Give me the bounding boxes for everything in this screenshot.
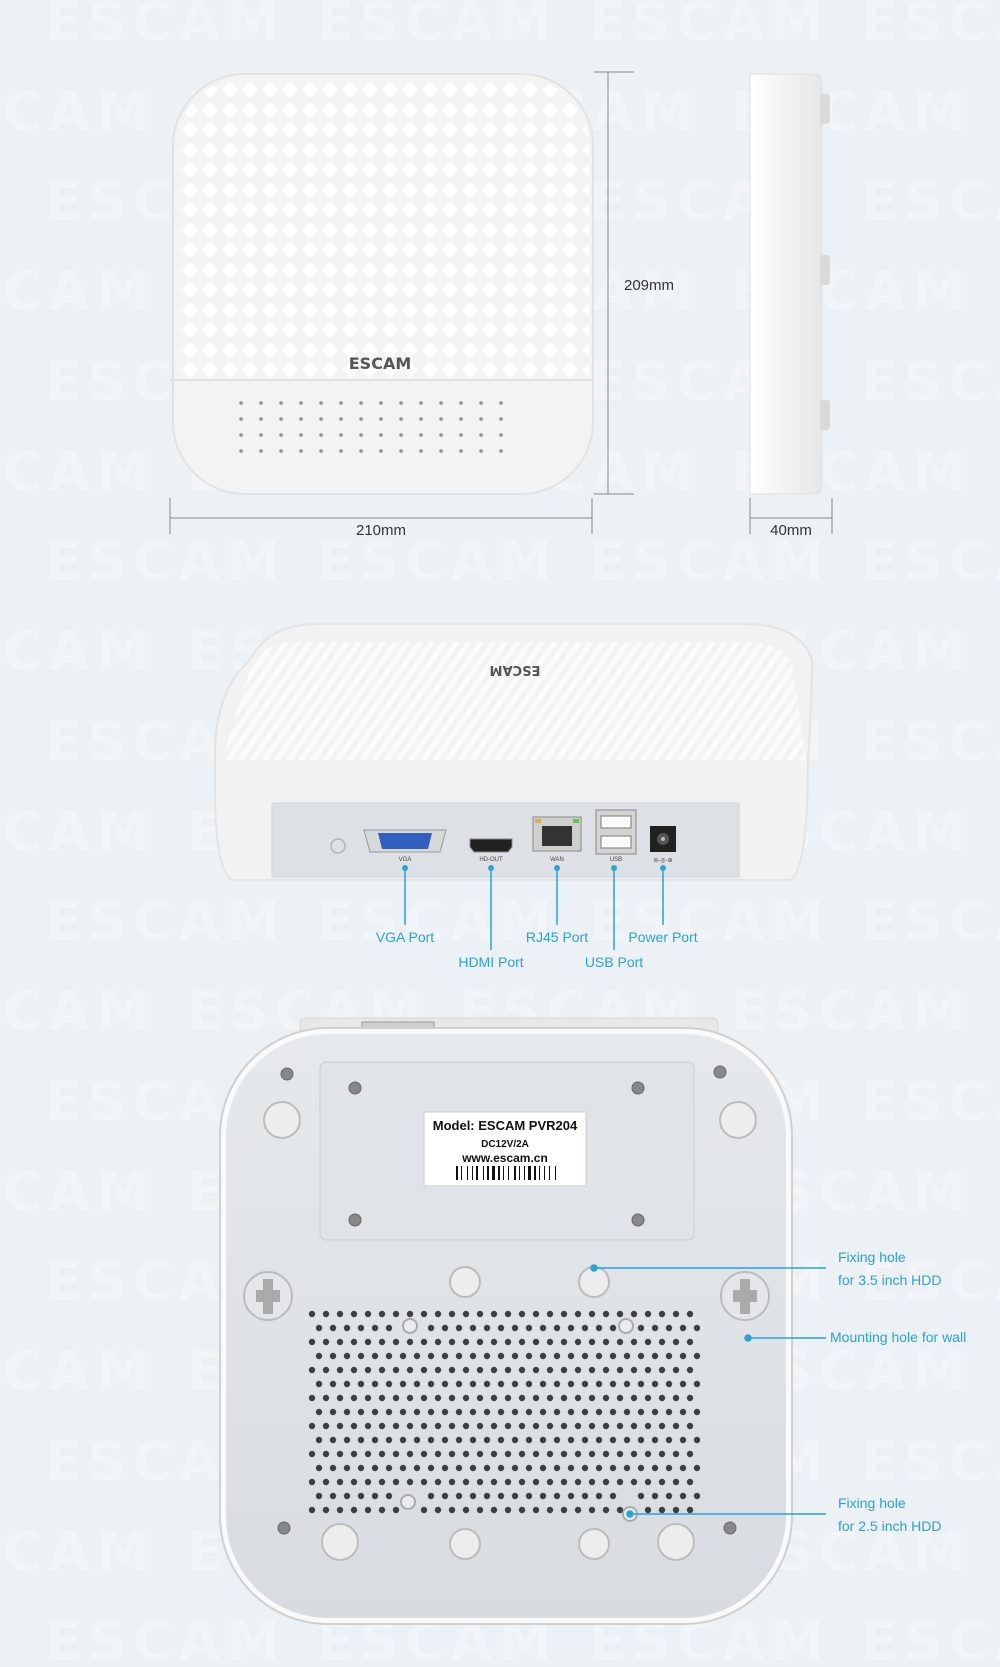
top-diamond-texture [177,78,589,380]
hdd25-callout-line2: for 2.5 inch HDD [838,1518,941,1534]
label-power: DC12V/2A [481,1139,529,1150]
label-website: www.escam.cn [461,1151,548,1165]
vga-marking: VGA [399,857,412,863]
rj45-port-callout: RJ45 Port [526,929,588,945]
product-label [423,1111,587,1187]
hdd35-callout-line2: for 3.5 inch HDD [838,1272,941,1288]
rear-callout-lines [404,866,664,950]
top-view [170,73,594,495]
bottom-view [219,1017,793,1625]
bottom-vent-holes [308,1310,701,1522]
device-side-body [749,73,823,495]
svg-text:⊖-◎-⊕: ⊖-◎-⊕ [653,858,672,864]
reset-hole [330,838,346,854]
usb-port-callout: USB Port [585,954,643,970]
mounting-slots [243,1271,770,1321]
wall-mount-callout: Mounting hole for wall [830,1329,966,1345]
top-vent-holes [239,401,503,453]
hdd35-callout-line1: Fixing hole [838,1249,906,1265]
hdmi-marking: HD-OUT [479,857,503,863]
wan-marking: WAN [550,857,564,863]
power-port-callout: Power Port [628,929,697,945]
side-foot-3 [820,400,830,430]
screw-holes [277,1065,737,1535]
vga-connector [363,829,447,853]
hdmi-connector [469,838,513,853]
bottom-callout-lines [590,1264,826,1518]
top-logo: ESCAM [349,354,412,373]
rear-stripe-texture [222,642,806,760]
usb-marking: USB [610,857,622,863]
side-foot-2 [820,255,830,285]
hdd25-callout-line1: Fixing hole [838,1495,906,1511]
rear-logo: ESCAM [490,662,541,677]
rear-callout-dots [402,865,666,871]
width-dimension: 210mm [356,522,406,539]
power-connector: ⊖-◎-⊕ [650,826,676,864]
vga-port-callout: VGA Port [376,929,434,945]
side-view [749,73,830,495]
hdd-fixing-holes [263,1101,757,1561]
dimension-lines [169,71,833,534]
usb-connectors [595,809,637,855]
label-model: Model: ESCAM PVR204 [433,1118,578,1133]
height-dimension: 209mm [624,277,674,294]
side-foot-1 [820,94,830,124]
rear-view: ⊖-◎-⊕ [214,623,814,881]
barcode [456,1166,556,1180]
hdmi-port-callout: HDMI Port [458,954,523,970]
rj45-connector [532,816,582,852]
depth-dimension: 40mm [770,522,812,539]
